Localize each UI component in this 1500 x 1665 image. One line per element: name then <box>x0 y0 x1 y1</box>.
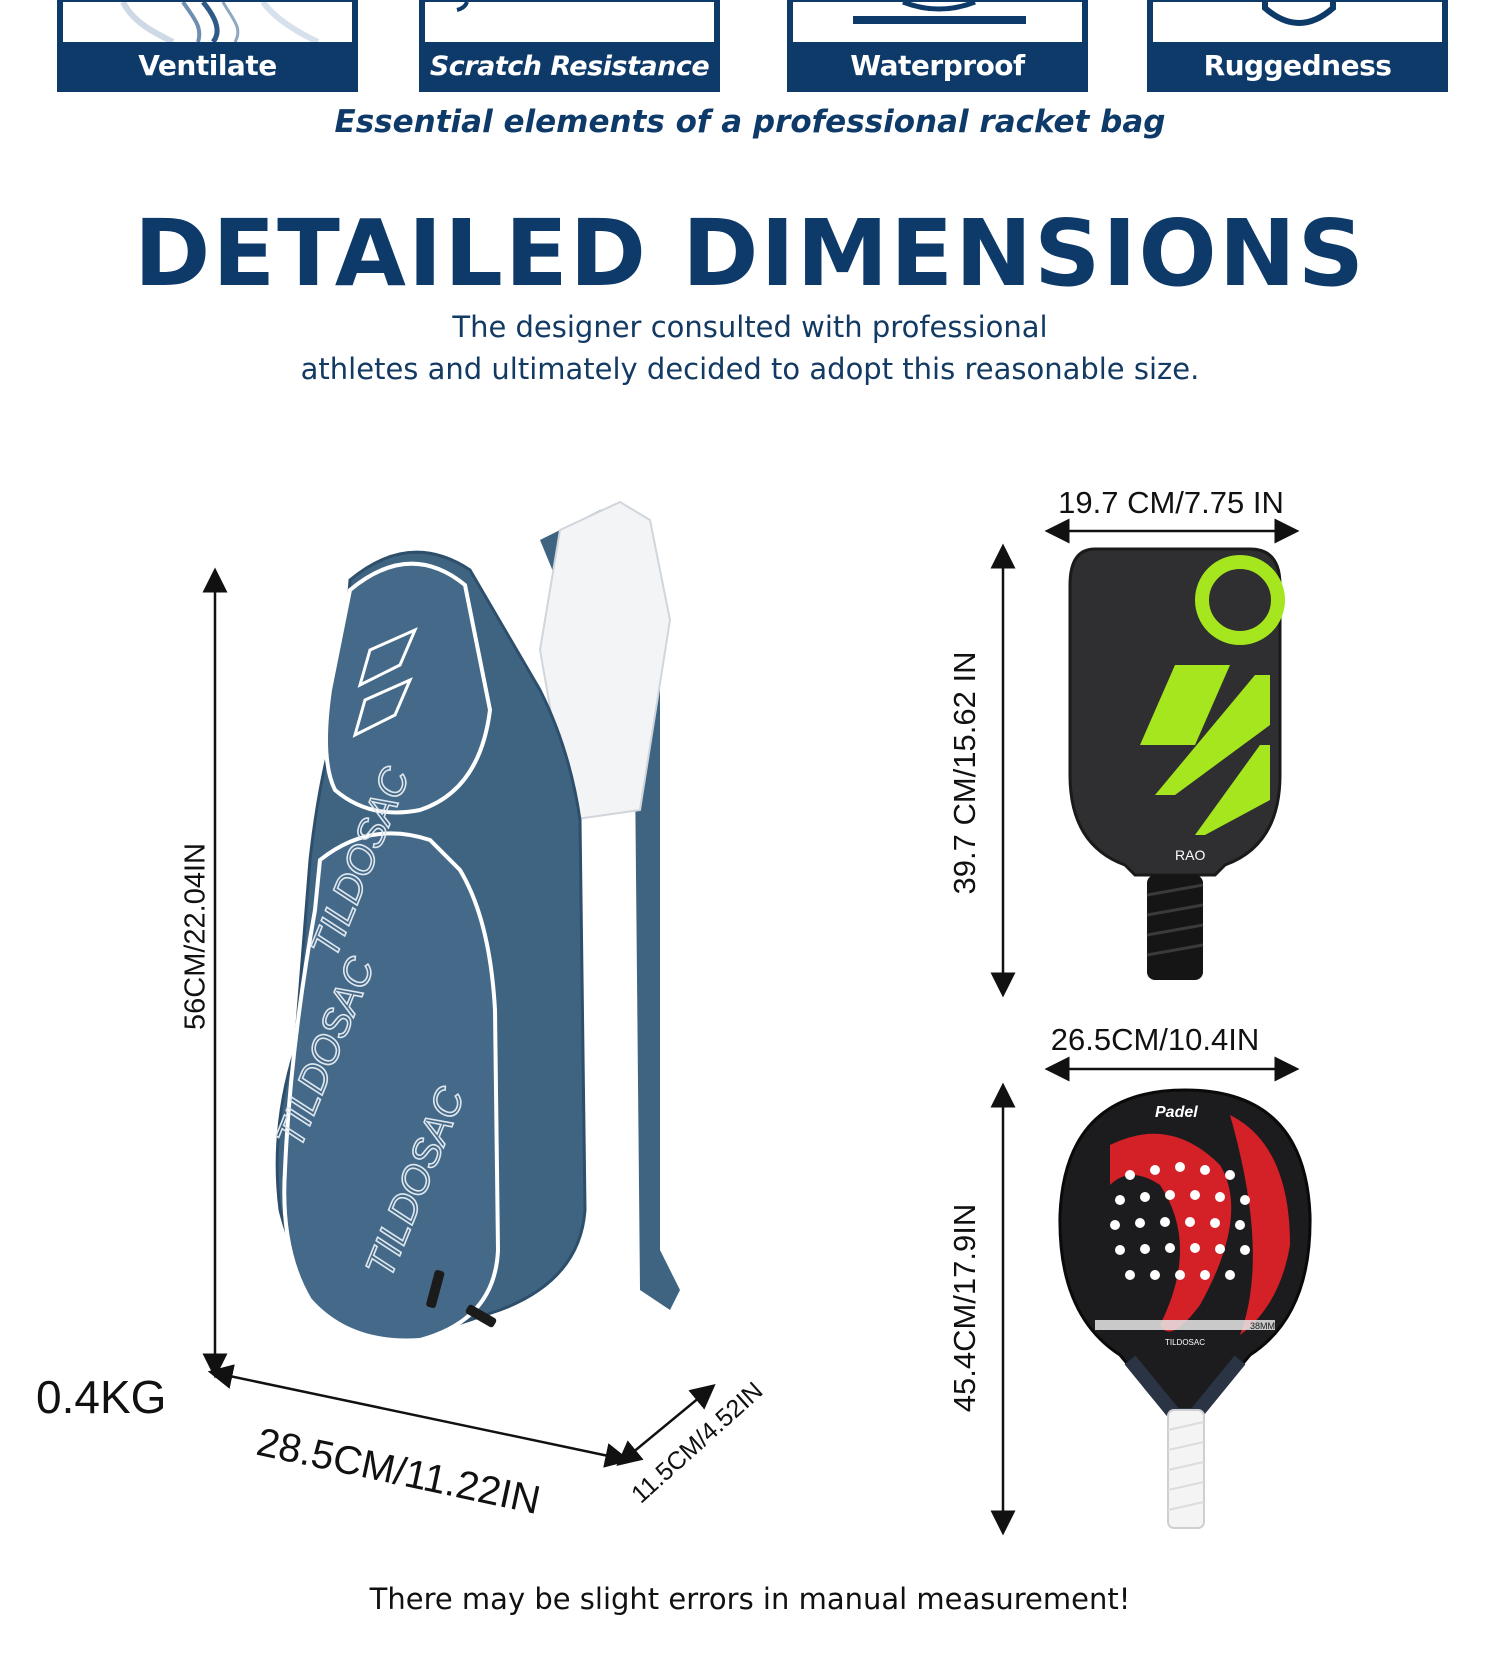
feature-card-waterproof: Waterproof <box>787 0 1088 92</box>
pickleball-width-label: 19.7 CM/7.75 IN <box>1058 485 1284 520</box>
feature-label-waterproof: Waterproof <box>850 49 1025 82</box>
pickleball-brand-mark: RAO <box>1175 847 1205 863</box>
ruggedness-shield-icon <box>1153 2 1442 42</box>
padel-brand-mark: TILDOSAC <box>1165 1338 1205 1347</box>
padel-width-label: 26.5CM/10.4IN <box>1050 1022 1260 1057</box>
padel-face-text: Padel <box>1155 1104 1198 1121</box>
tagline: Essential elements of a professional rac… <box>334 104 1166 140</box>
bag-height-label: 56CM/22.04IN <box>179 843 212 1030</box>
page-title: DETAILED DIMENSIONS <box>133 200 1367 307</box>
subtitle-line-2: athletes and ultimately decided to adopt… <box>300 352 1200 386</box>
feature-card-ruggedness: Ruggedness <box>1147 0 1448 92</box>
feature-label-scratch-resistance: Scratch Resistance <box>429 51 710 82</box>
feature-label-ventilate: Ventilate <box>138 49 277 82</box>
pickleball-paddle-image: RAO <box>1068 547 1285 980</box>
scratch-resistance-icon <box>425 2 714 42</box>
bag-weight-label: 0.4KG <box>36 1371 167 1423</box>
subtitle-line-1: The designer consulted with professional <box>452 310 1048 344</box>
measurement-disclaimer: There may be slight errors in manual mea… <box>369 1582 1131 1616</box>
pickleball-height-label: 39.7 CM/15.62 IN <box>947 651 982 895</box>
racket-bag-image: TILDOSAC TILDOSAC TILDOSAC <box>267 500 680 1343</box>
feature-label-ruggedness: Ruggedness <box>1203 49 1392 82</box>
padel-height-label: 45.4CM/17.9IN <box>947 1203 982 1413</box>
padel-racket-image: Padel 38MM TILDOSAC <box>1058 1088 1312 1529</box>
waterproof-icon <box>793 2 1082 42</box>
ventilate-icon <box>63 2 352 42</box>
feature-card-scratch-resistance: Scratch Resistance <box>419 0 720 92</box>
feature-card-ventilate: Ventilate <box>57 0 358 92</box>
padel-thickness-text: 38MM <box>1250 1321 1275 1331</box>
